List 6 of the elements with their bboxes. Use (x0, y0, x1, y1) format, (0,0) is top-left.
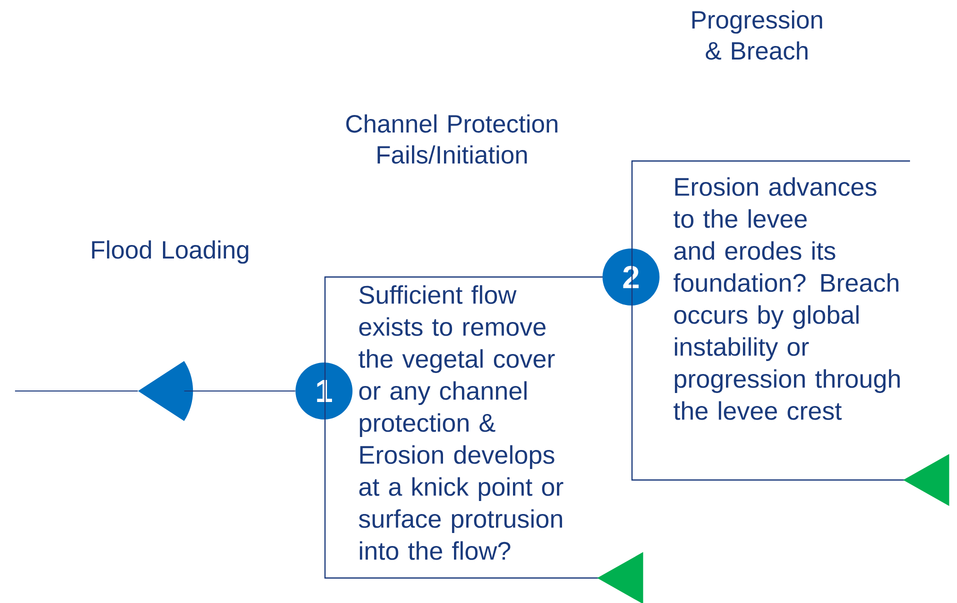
column-heading: Channel Protection Fails/Initiation (346, 114, 558, 164)
column-heading: Flood Loading (92, 240, 248, 264)
triangle-marker (903, 454, 950, 506)
column-heading: Progression & Breach (692, 10, 822, 60)
triangle-marker (597, 552, 644, 603)
wedge-marker (138, 361, 193, 421)
